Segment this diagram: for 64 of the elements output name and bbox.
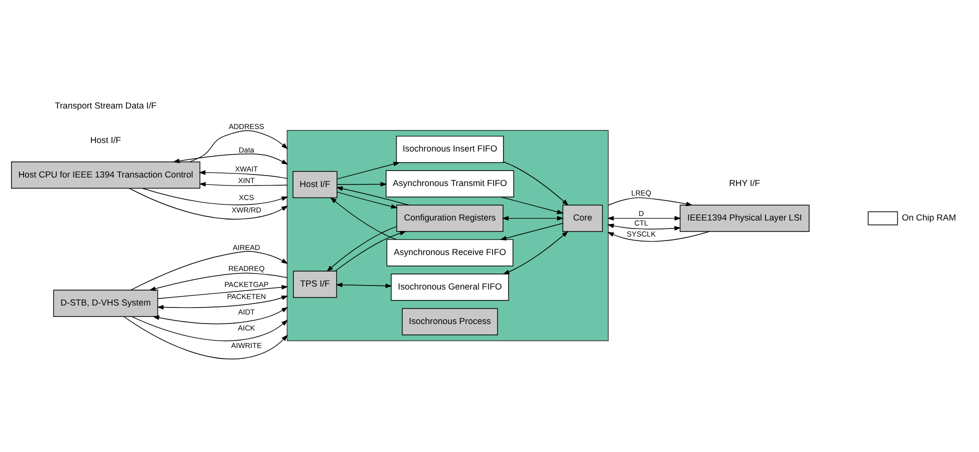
node-box: TPS I/F	[293, 270, 337, 298]
label: RHY I/F	[729, 178, 760, 188]
arrow	[500, 196, 564, 214]
arrow	[336, 182, 388, 187]
label: Host I/F	[90, 134, 122, 145]
arrow	[607, 231, 710, 242]
node-box: Isochronous Process	[402, 308, 498, 336]
arrow	[607, 224, 682, 231]
arrow	[172, 154, 288, 165]
edge-label: AIWRITE	[231, 341, 262, 350]
arrow	[149, 272, 288, 291]
arrow	[198, 170, 288, 179]
edge-label: XCS	[238, 192, 254, 202]
arrow	[502, 216, 564, 221]
node-box: Isochronous Insert FIFO	[396, 136, 504, 163]
edge-label: AIDT	[238, 307, 255, 316]
arrow	[336, 192, 398, 209]
arrow	[330, 197, 397, 240]
node-box: Asynchronous Receive FIFO	[386, 239, 514, 266]
arrow	[124, 316, 288, 360]
cluster	[286, 130, 609, 342]
edge-label: LREQ	[631, 188, 652, 198]
node-box: Asynchronous Transmit FIFO	[386, 170, 514, 198]
arrow	[336, 162, 400, 180]
arrow	[334, 231, 406, 272]
arrow	[130, 251, 288, 290]
arrow	[199, 182, 288, 187]
edge-label: AIREAD	[232, 242, 260, 252]
arrow	[502, 230, 568, 274]
arrow	[156, 296, 288, 310]
node-box: Configuration Registers	[396, 204, 504, 232]
node-box: Isochronous General FIFO	[390, 274, 509, 301]
arrow	[503, 161, 569, 206]
node-box: IEEE1394 Physical Layer LSI	[680, 204, 810, 232]
arrow	[608, 197, 693, 206]
edge-label: XWAIT	[234, 164, 258, 174]
edge-label: XWR/RD	[232, 205, 262, 214]
edge-label: CTL	[634, 218, 648, 228]
label: Transport Stream Data I/F	[54, 100, 157, 110]
arrow	[157, 284, 288, 299]
arrow	[500, 223, 563, 240]
arrow	[336, 186, 410, 206]
arrow	[189, 130, 288, 162]
arrow	[326, 226, 398, 272]
arrow	[128, 188, 288, 220]
edge-label: Data	[238, 145, 254, 154]
edge-label: PACKETGAP	[224, 280, 269, 290]
node-box: Host CPU for IEEE 1394 Transaction Control	[11, 161, 200, 189]
edge-label: XINT	[238, 176, 255, 186]
arrow	[132, 316, 288, 342]
edge-label: AICK	[238, 323, 256, 332]
edge-label: SYSCLK	[626, 230, 656, 239]
node-box: Core	[562, 204, 603, 232]
arrow	[142, 188, 288, 206]
arrow	[607, 216, 682, 221]
edge-label: D	[638, 209, 644, 218]
edge-label: PACKETEN	[226, 292, 266, 301]
node-box: D-STB, D-VHS System	[53, 290, 158, 317]
edge-label: ADDRESS	[228, 122, 264, 131]
arrow	[152, 306, 288, 324]
node-box: Host I/F	[292, 171, 338, 198]
legend-label: On Chip RAM	[902, 212, 956, 223]
edge-label: READREQ	[228, 264, 265, 274]
arrow	[336, 282, 392, 288]
